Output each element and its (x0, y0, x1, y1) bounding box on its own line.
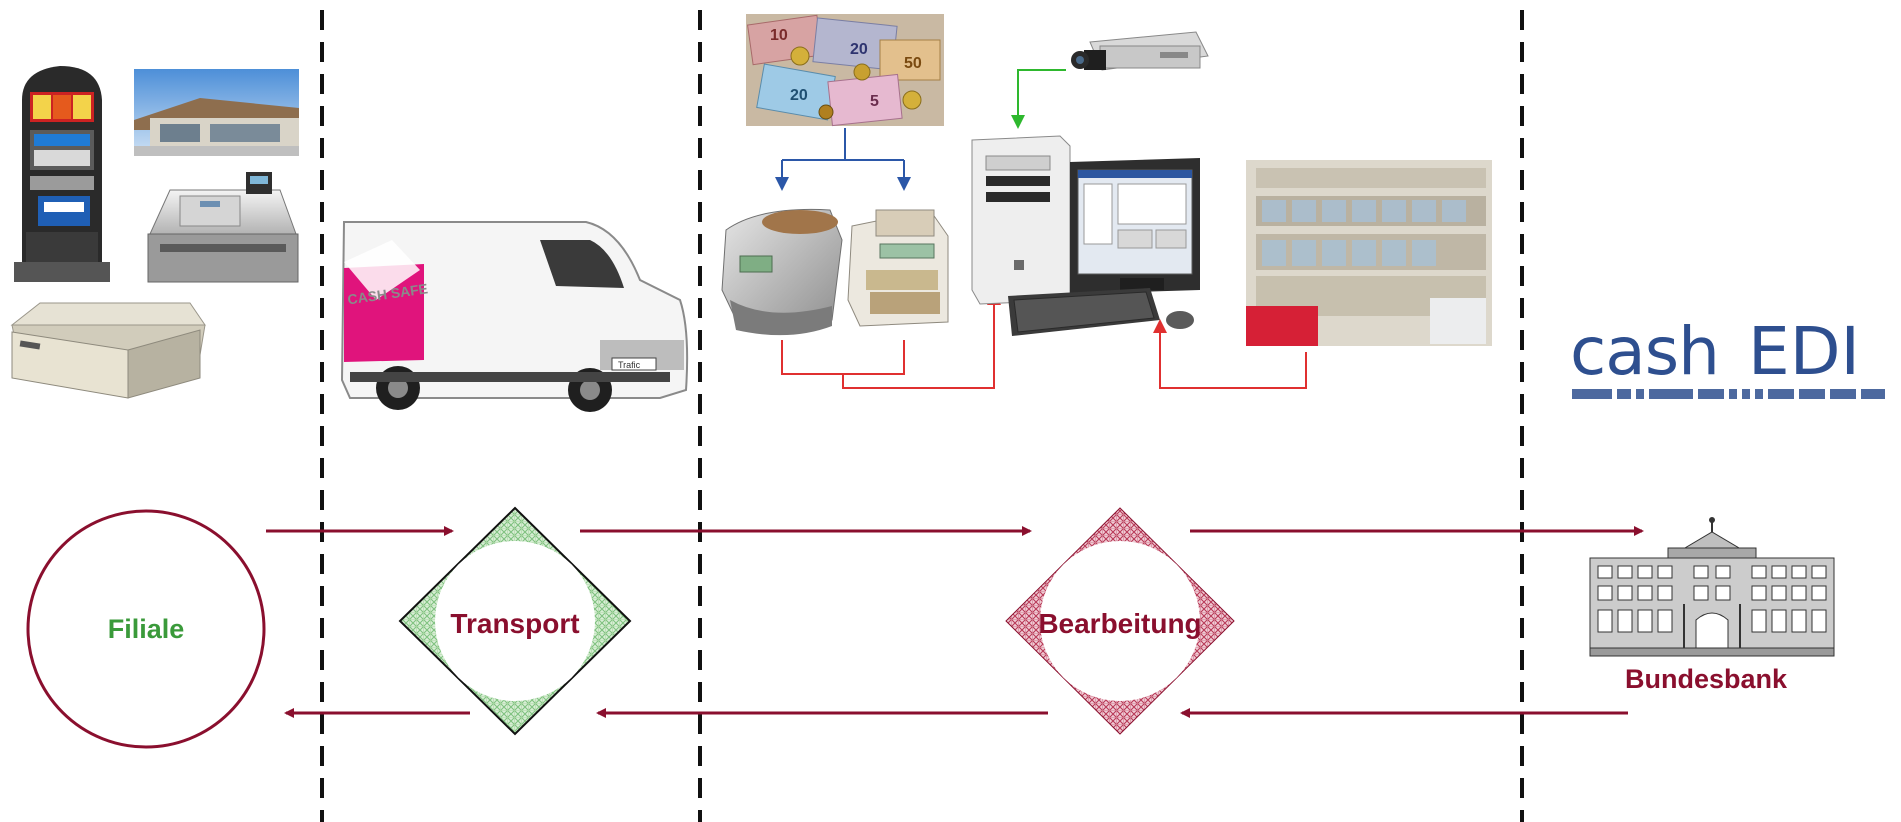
node-bearbeitung: Bearbeitung (1005, 507, 1235, 735)
node-filiale: Filiale (26, 509, 266, 749)
money-to-machines-arrows (775, 128, 911, 191)
coin-counter-image (721, 208, 843, 336)
node-filiale-label: Filiale (108, 614, 185, 644)
storage-room-photo (1246, 160, 1492, 346)
cash-register-image (147, 172, 299, 283)
delivery-van-image: CASH SAFE Trafic (340, 221, 689, 412)
node-transport: Transport (398, 506, 632, 736)
cashedi-logo: cash EDI (1570, 313, 1885, 399)
node-bundesbank-label: Bundesbank (1625, 664, 1788, 694)
node-bearbeitung-label: Bearbeitung (1038, 608, 1201, 639)
camera-to-computer-arrow (1011, 69, 1066, 129)
logo-barcode-stripe (1572, 389, 1885, 399)
banknote-counter-image (847, 209, 949, 327)
logo-text-cash: cash (1570, 313, 1719, 390)
storage-to-computer-arrow (1153, 319, 1307, 389)
cash-drawer-image (10, 302, 206, 399)
van-plate-text: Trafic (618, 360, 641, 370)
computer-image (971, 135, 1200, 336)
bundesbank-building-image (1589, 517, 1835, 657)
node-transport-label: Transport (450, 608, 579, 639)
banknote-value-4: 20 (790, 87, 808, 104)
banknote-value-2: 20 (850, 41, 868, 58)
zone-separators (320, 10, 1524, 822)
machines-to-computer-arrows (781, 291, 1001, 389)
logo-text-edi: EDI (1748, 313, 1860, 390)
slot-machine-image (14, 66, 110, 282)
banknote-value-1: 10 (770, 27, 788, 44)
store-photo (134, 69, 299, 156)
banknote-value-3: 50 (904, 55, 922, 72)
money-photo: 10 20 50 20 5 (746, 14, 944, 127)
banknote-value-5: 5 (870, 93, 879, 110)
camera-image (1071, 31, 1209, 71)
